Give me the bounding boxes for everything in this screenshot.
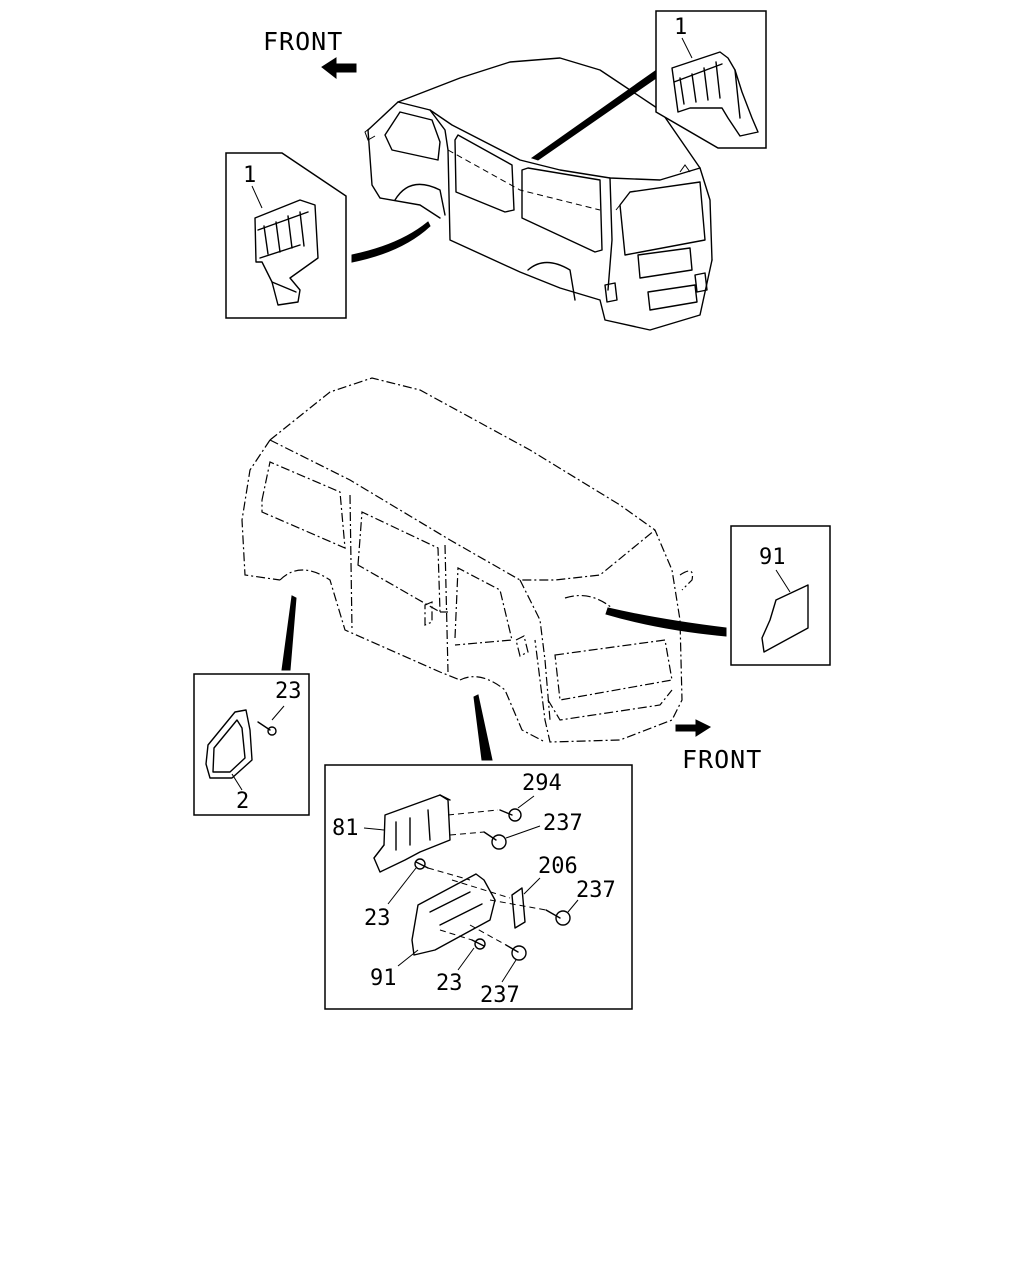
- shield-part-2-icon: [205, 709, 253, 779]
- label-206: 206: [538, 854, 578, 879]
- bolt-294-icon: [499, 808, 522, 822]
- bottom-left-bolt-number: 23: [275, 679, 302, 704]
- bottom-left-callout: 23 2: [193, 673, 310, 816]
- top-right-callout: 1: [655, 10, 767, 149]
- splash-shield-part-1-left: [254, 199, 319, 306]
- top-front-label: FRONT: [263, 27, 343, 56]
- top-right-part-number: 1: [674, 15, 687, 40]
- plate-part-91-icon: [411, 873, 496, 956]
- top-left-part-number: 1: [243, 163, 256, 188]
- bottom-detail-leader: [473, 694, 493, 761]
- bottom-view: FRONT 91 23 2: [193, 377, 831, 1010]
- clip-part-206-icon: [511, 887, 526, 929]
- bottom-van-body: [241, 377, 694, 743]
- top-view: FRONT: [225, 10, 767, 331]
- label-81: 81: [332, 816, 359, 841]
- label-237-b: 237: [576, 878, 616, 903]
- bottom-right-leader: [605, 607, 727, 637]
- bottom-right-callout: 91: [730, 525, 831, 666]
- stud-23-a-icon: [414, 858, 429, 870]
- bolt-23-icon: [257, 721, 277, 736]
- mud-flap-part-91-icon: [761, 584, 809, 653]
- top-left-callout: 1: [225, 152, 347, 319]
- label-23-a: 23: [364, 906, 391, 931]
- bottom-left-leader: [281, 595, 297, 671]
- bottom-front-arrow-icon: [675, 719, 712, 737]
- bolt-237-b-icon: [545, 909, 571, 926]
- bracket-part-81-icon: [373, 794, 451, 873]
- label-237-c: 237: [480, 983, 520, 1008]
- label-237-a: 237: [543, 811, 583, 836]
- bolt-237-a-icon: [483, 831, 507, 850]
- label-23-b: 23: [436, 971, 463, 996]
- bottom-front-label: FRONT: [682, 745, 762, 774]
- label-294: 294: [522, 771, 562, 796]
- top-front-arrow-icon: [321, 57, 357, 80]
- bolt-237-c-icon: [505, 944, 527, 961]
- top-right-leader: [530, 61, 673, 161]
- top-van-body: [364, 57, 713, 331]
- splash-shield-part-1-right: [671, 51, 759, 137]
- bottom-left-shield-number: 2: [236, 789, 249, 814]
- bottom-detail-callout: 294 237 81 206 237 23 91 23 237: [324, 764, 633, 1010]
- bottom-right-part-number: 91: [759, 545, 786, 570]
- label-91: 91: [370, 966, 397, 991]
- stud-23-b-icon: [471, 938, 486, 950]
- top-left-leader: [351, 221, 431, 263]
